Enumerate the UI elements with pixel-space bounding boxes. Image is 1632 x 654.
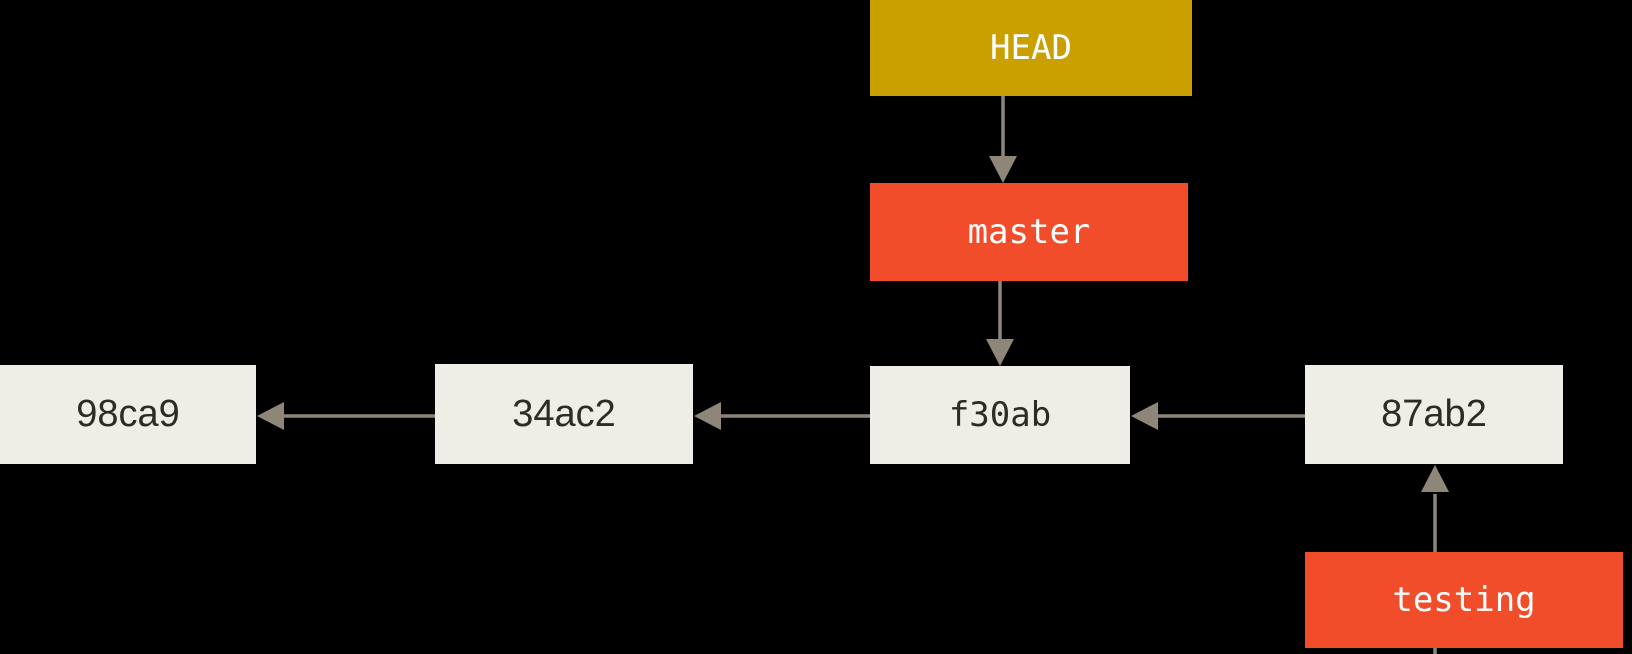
commit-34ac2-label: 34ac2 (512, 392, 616, 435)
arrow-testing-to-87ab2 (1421, 465, 1449, 552)
branch-testing-box: testing (1305, 552, 1623, 648)
commit-f30ab-label: f30ab (948, 395, 1052, 435)
arrow-87ab2-to-f30ab (1131, 402, 1305, 430)
arrow-f30ab-to-34ac2 (694, 402, 870, 430)
arrow-head-to-master (989, 96, 1017, 183)
commit-98ca9-box: 98ca9 (0, 365, 256, 464)
arrow-master-to-f30ab (986, 281, 1014, 366)
head-pointer-label: HEAD (990, 28, 1072, 68)
branch-master-label: master (967, 212, 1091, 252)
commit-87ab2-label: 87ab2 (1381, 393, 1487, 435)
branch-master-box: master (870, 183, 1188, 281)
commit-34ac2-box: 34ac2 (435, 364, 693, 464)
commit-87ab2-box: 87ab2 (1305, 365, 1563, 464)
arrow-34ac2-to-98ca9 (257, 402, 435, 430)
head-pointer-box: HEAD (870, 0, 1192, 96)
commit-98ca9-label: 98ca9 (76, 393, 180, 435)
commit-f30ab-box: f30ab (870, 366, 1130, 464)
branch-testing-label: testing (1392, 580, 1536, 620)
